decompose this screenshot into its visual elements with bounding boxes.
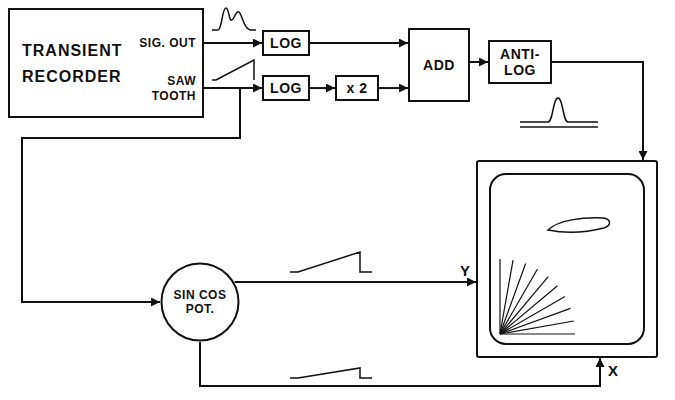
output-pulse: [520, 98, 598, 122]
signal-wire: [552, 62, 643, 160]
signal-wire: [310, 42, 408, 44]
box-label: LOG: [270, 80, 302, 96]
input-label: X: [608, 362, 619, 379]
scope-screen: [478, 162, 656, 356]
multiplier-box: x 2: [335, 75, 379, 101]
output-baseline: [520, 126, 598, 128]
port-label: SIG. OUT: [139, 37, 196, 51]
transient-recorder-box: TRANSIENT RECORDERSIG. OUT SAW TOOTH: [8, 8, 204, 118]
display-trace: [548, 218, 610, 232]
scan-ray: [499, 259, 500, 334]
adder-box: ADD: [408, 28, 470, 102]
box-label: LOG: [270, 35, 302, 51]
circle-outline: [162, 264, 239, 341]
scan-rays: [500, 259, 575, 334]
box-label: ANTI-LOG: [495, 46, 545, 78]
port-label: SAW TOOTH: [140, 74, 196, 104]
box-label: ADD: [423, 57, 455, 73]
scan-ray: [500, 297, 565, 335]
signal-waveform: [212, 8, 256, 30]
scan-ray: [500, 333, 575, 334]
x-ramp-waveform: [290, 368, 372, 378]
component-label: SIN COS POT.: [172, 288, 228, 317]
sawtooth-waveform: [212, 60, 254, 80]
signal-wire: [200, 342, 600, 386]
y-ramp-waveform: [290, 252, 372, 272]
signal-wire: [310, 87, 335, 89]
screen-outline: [490, 174, 644, 344]
signal-wire: [204, 42, 262, 44]
antilog-box: ANTI-LOG: [488, 40, 552, 84]
signal-wire: [470, 61, 488, 63]
log-box: LOG: [262, 30, 310, 56]
device-title: TRANSIENT RECORDER: [22, 38, 142, 89]
scan-ray: [500, 277, 548, 334]
box-label: x 2: [347, 80, 368, 96]
oscilloscope: YX: [476, 160, 658, 358]
input-label: Y: [460, 262, 471, 279]
scan-ray: [500, 260, 513, 334]
signal-wire: [379, 87, 408, 89]
signal-wire: [235, 281, 476, 283]
scan-ray: [500, 264, 526, 334]
log-box: LOG: [262, 75, 310, 101]
sin-cos-potentiometer: SIN COS POT.: [160, 262, 240, 342]
